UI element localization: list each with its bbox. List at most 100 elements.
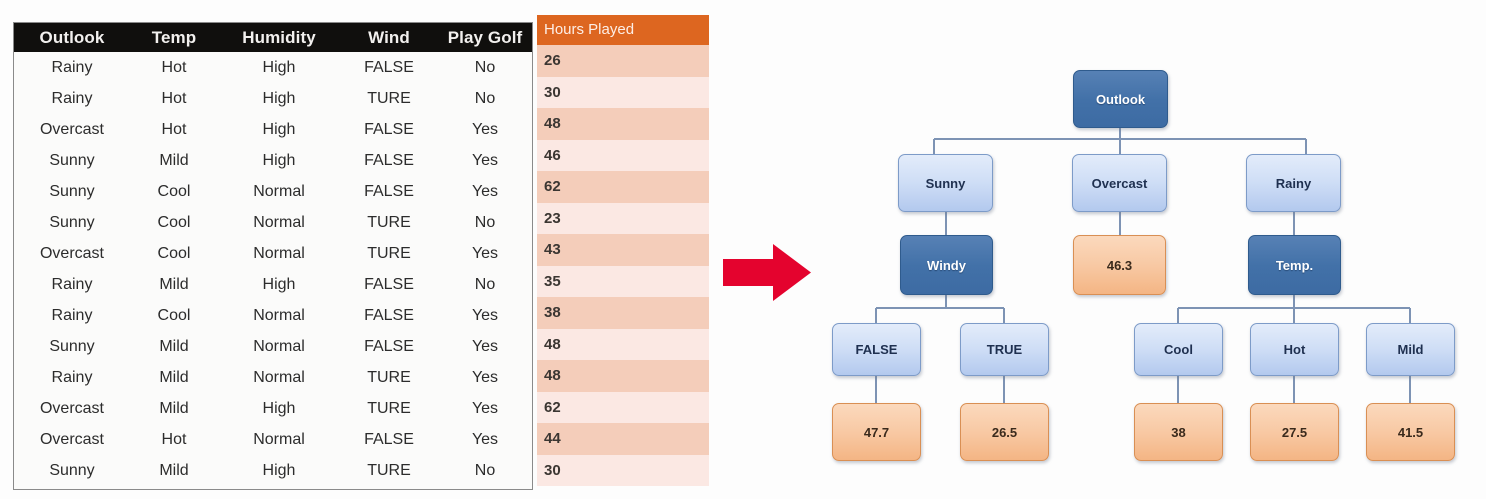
tree-leaf-mild-value[interactable]: 41.5 [1366,403,1455,461]
table-cell: TURE [340,393,438,424]
table-cell: Yes [438,424,532,455]
tree-node-label: Windy [927,257,966,273]
tree-leaf-cool-value[interactable]: 38 [1134,403,1223,461]
table-cell: Yes [438,393,532,424]
table-cell: Mild [130,393,218,424]
hours-played-header: Hours Played [537,15,709,45]
table-cell: High [218,145,340,176]
tree-node-windy-true[interactable]: TRUE [960,323,1049,376]
table-cell: Yes [438,176,532,207]
tree-node-label: Mild [1397,342,1424,357]
table-cell: High [218,52,340,83]
tree-node-temp-mild[interactable]: Mild [1366,323,1455,376]
tree-leaf-hot-value[interactable]: 27.5 [1250,403,1339,461]
hours-played-cell: 62 [537,391,709,423]
tree-node-overcast[interactable]: Overcast [1072,154,1167,212]
hours-played-cell: 38 [537,297,709,329]
column-header-wind: Wind [340,23,438,52]
table-cell: FALSE [340,145,438,176]
table-cell: Normal [218,300,340,331]
hours-played-cell: 62 [537,171,709,203]
table-cell: Mild [130,269,218,300]
table-cell: TURE [340,83,438,114]
table-cell: Normal [218,362,340,393]
tree-node-temp[interactable]: Temp. [1248,235,1341,295]
hours-played-cell: 30 [537,76,709,108]
table-cell: Yes [438,145,532,176]
table-cell: Normal [218,331,340,362]
tree-node-label: Hot [1283,342,1306,357]
tree-leaf-overcast-value[interactable]: 46.3 [1073,235,1166,295]
right-arrow-glyph [723,244,811,301]
table-cell: Normal [218,207,340,238]
decision-tree: Outlook Sunny Overcast Rainy Windy 46.3 … [812,0,1486,499]
tree-node-label: 41.5 [1397,424,1424,440]
column-header-outlook: Outlook [14,23,130,52]
hours-played-cell: 48 [537,360,709,392]
table-cell: FALSE [340,114,438,145]
table-cell: Hot [130,83,218,114]
table-cell: Overcast [14,238,130,269]
table-cell: TURE [340,207,438,238]
table-cell: Mild [130,331,218,362]
tree-node-label: TRUE [986,342,1023,357]
column-header-play-golf: Play Golf [438,23,532,52]
table-cell: No [438,52,532,83]
table-cell: Sunny [14,331,130,362]
table-cell: Yes [438,300,532,331]
table-cell: Cool [130,176,218,207]
table-cell: Sunny [14,455,130,486]
table-cell: Hot [130,424,218,455]
tree-node-label: 47.7 [863,424,890,440]
table-cell: Yes [438,238,532,269]
table-cell: Sunny [14,207,130,238]
table-cell: Overcast [14,393,130,424]
table-cell: Rainy [14,300,130,331]
table-cell: No [438,207,532,238]
tree-node-temp-cool[interactable]: Cool [1134,323,1223,376]
tree-node-label: Cool [1164,342,1193,357]
table-cell: Cool [130,300,218,331]
tree-node-label: Outlook [1095,91,1146,107]
table-cell: Rainy [14,362,130,393]
hours-played-cell: 48 [537,328,709,360]
table-cell: Yes [438,114,532,145]
table-cell: Normal [218,424,340,455]
tree-leaf-windy-true-value[interactable]: 26.5 [960,403,1049,461]
hours-played-cell: 44 [537,423,709,455]
table-cell: TURE [340,362,438,393]
tree-node-sunny[interactable]: Sunny [898,154,993,212]
table-cell: Mild [130,362,218,393]
hours-played-cell: 43 [537,234,709,266]
tree-node-rainy[interactable]: Rainy [1246,154,1341,212]
table-cell: Sunny [14,145,130,176]
table-cell: Normal [218,238,340,269]
table-cell: High [218,393,340,424]
tree-node-label: 26.5 [991,424,1018,440]
tree-leaf-windy-false-value[interactable]: 47.7 [832,403,921,461]
column-header-temp: Temp [130,23,218,52]
hours-played-cell: 23 [537,202,709,234]
tree-node-temp-hot[interactable]: Hot [1250,323,1339,376]
tree-connector-lines [875,128,1411,403]
tree-node-windy[interactable]: Windy [900,235,993,295]
tree-node-windy-false[interactable]: FALSE [832,323,921,376]
table-cell: Yes [438,331,532,362]
table-cell: High [218,114,340,145]
tree-node-label: Overcast [1091,175,1148,191]
tree-node-root-outlook[interactable]: Outlook [1073,70,1168,128]
